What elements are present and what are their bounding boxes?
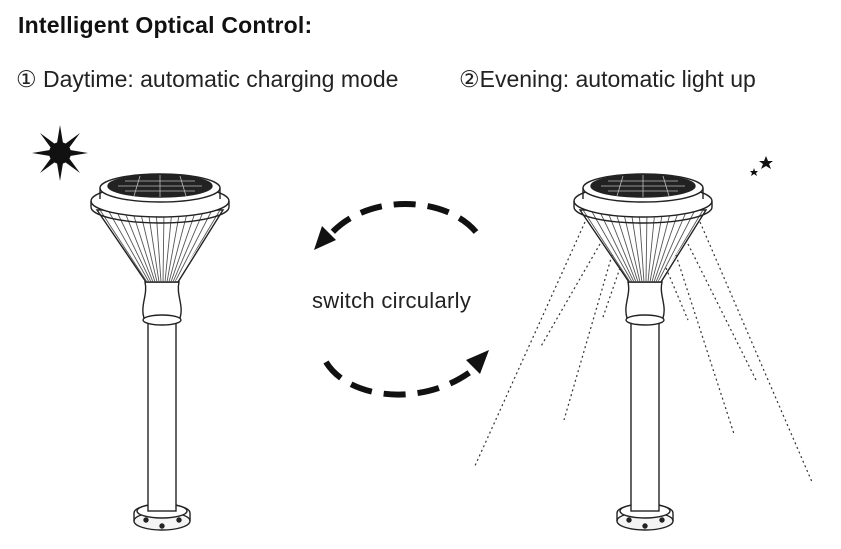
night-lamp xyxy=(573,173,713,531)
daytime-caption: ① Daytime: automatic charging mode xyxy=(16,66,399,92)
sun-icon xyxy=(32,125,88,181)
circular-arrows xyxy=(323,201,483,398)
switch-label: switch circularly xyxy=(312,288,472,313)
moon-star-icon xyxy=(748,138,787,183)
light-rays xyxy=(473,221,813,483)
evening-caption: ②Evening: automatic light up xyxy=(459,66,756,92)
arrowheads xyxy=(314,226,489,374)
day-lamp xyxy=(90,173,230,531)
page-title: Intelligent Optical Control: xyxy=(18,12,313,38)
